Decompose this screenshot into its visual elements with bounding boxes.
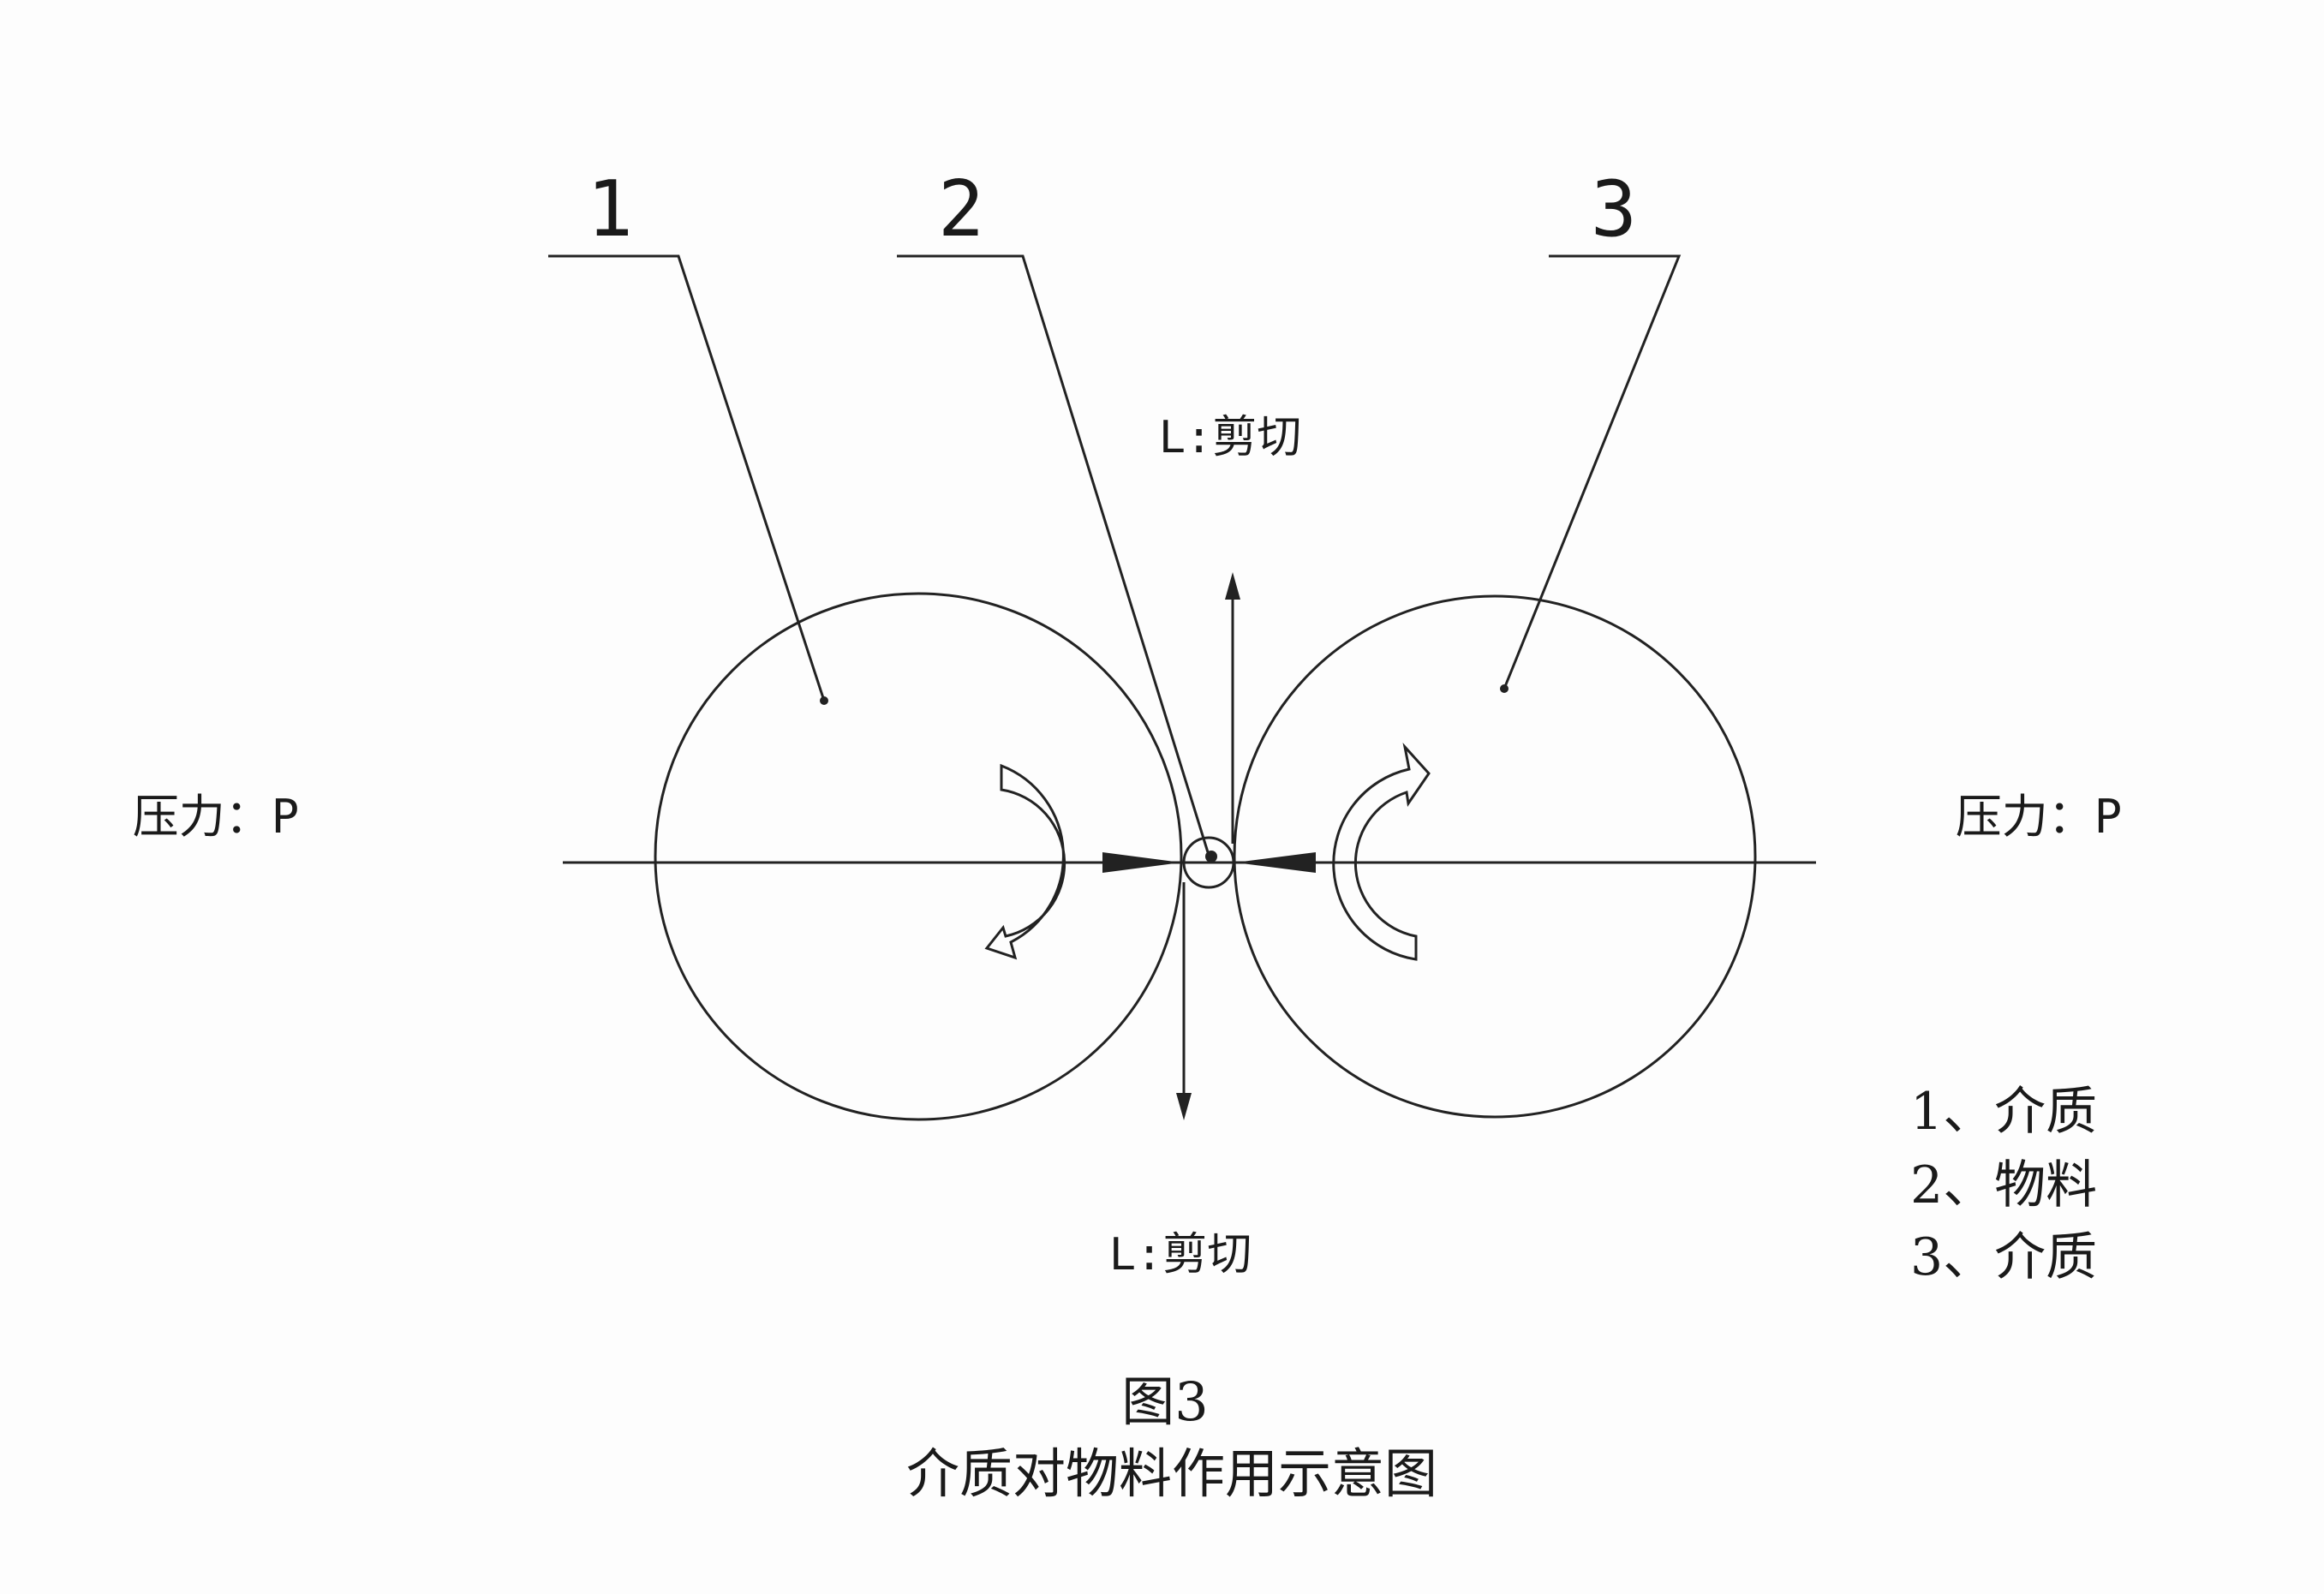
medium-3-circle [1233,594,1757,1119]
legend: 1、介质 2、物料 3、介质 [1910,1082,2097,1287]
pressure-arrow-right-icon [1235,852,1316,873]
leader-2 [897,254,1210,853]
shear-label-bottom: L:剪切 [1109,1229,1252,1281]
figure-number: 图3 [1121,1370,1208,1433]
figure-caption: 介质对物料作用示意图 [906,1442,1437,1505]
shear-label-top: L:剪切 [1159,412,1302,463]
pressure-label-left: 压力：P [133,790,300,844]
leader-3 [1503,254,1682,690]
material-dot [1205,851,1217,863]
pressure-arrow-left-icon [1102,852,1181,873]
pressure-label-right: 压力：P [1956,790,2123,844]
legend-item: 3、介质 [1910,1227,2097,1287]
legend-item: 1、介质 [1910,1082,2097,1142]
rotation-counterclockwise-icon [1332,743,1431,961]
legend-item: 2、物料 [1910,1155,2097,1215]
label-1: 1 [587,164,633,254]
arrow-up-icon [1225,572,1240,600]
leader-1 [548,254,826,701]
arrow-down-icon [1176,1093,1192,1120]
label-2: 2 [938,164,984,254]
medium-1-circle [654,592,1183,1121]
rotation-clockwise-icon [984,763,1066,960]
label-3: 3 [1591,164,1637,254]
